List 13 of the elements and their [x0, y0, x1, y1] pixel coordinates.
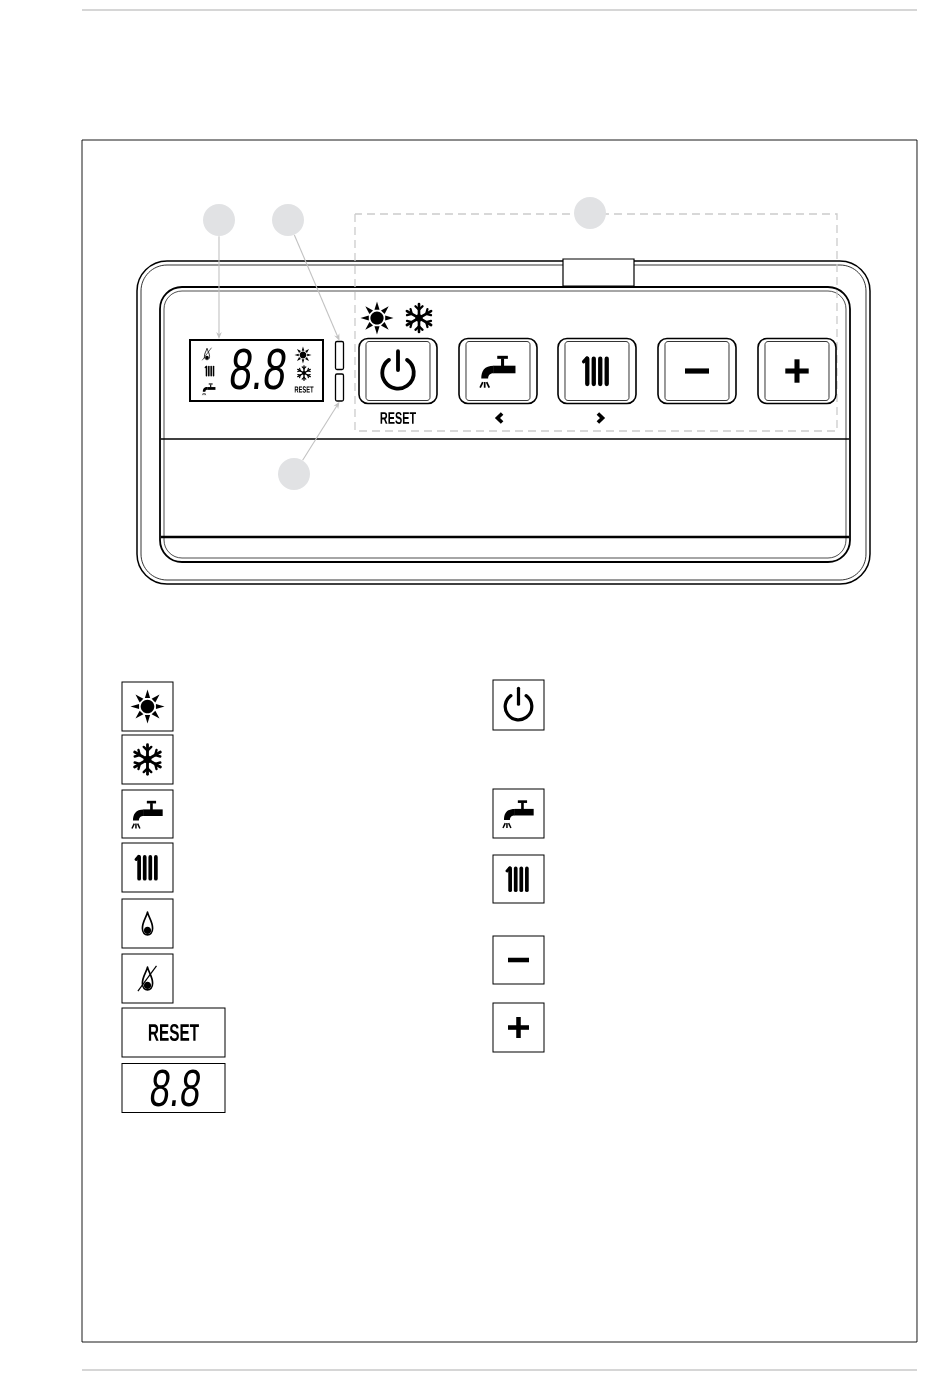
button-caption: RESET — [380, 412, 416, 425]
callout-circle — [278, 458, 310, 490]
leader-line — [293, 234, 340, 341]
indicator-light — [334, 340, 345, 371]
symbol-box: 8.8 — [121, 1063, 226, 1113]
leader-line — [216, 235, 222, 339]
callout-circle — [272, 204, 304, 236]
symbol-box: RESET — [121, 1007, 226, 1058]
indicator-light — [334, 373, 345, 402]
callout-circle — [203, 204, 235, 236]
display-text: RESET — [294, 386, 314, 393]
digit-readout: 8.8 — [230, 348, 286, 390]
callout-circle — [574, 197, 606, 229]
